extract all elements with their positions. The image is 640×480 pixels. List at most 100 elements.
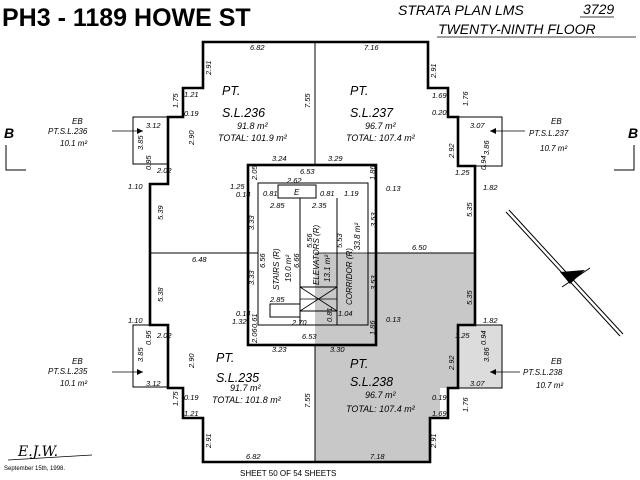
sl237-name: S.L.237 (350, 106, 394, 120)
sl236-total: TOTAL: 101.9 m² (218, 133, 288, 143)
dim: 1.04 (338, 309, 353, 318)
dim: 2.05 (250, 165, 259, 181)
north-arrow-icon (505, 209, 624, 337)
dim: 6.66 (292, 253, 301, 268)
eb-bl-area: 10.1 m² (60, 379, 87, 388)
dim: 0.94 (479, 330, 488, 345)
stair-bottom-box (269, 303, 301, 318)
dim: 2.06 (250, 328, 259, 344)
dim: 2.85 (269, 295, 285, 304)
dim: 1.76 (461, 397, 470, 412)
dim: 2.90 (187, 353, 196, 369)
sl236-area: 91.8 m² (237, 121, 269, 131)
dim: 0.13 (386, 184, 401, 193)
dim: 1.86 (368, 320, 377, 335)
dim: 3.85 (136, 135, 145, 150)
dim: 6.82 (246, 452, 261, 461)
sl235-total: TOTAL: 101.8 m² (212, 395, 282, 405)
section-mark-left: B (4, 125, 14, 141)
dim: 0.19 (184, 109, 199, 118)
core-outline (246, 163, 378, 347)
electrical-room (277, 184, 317, 199)
dim: 5.53 (335, 233, 344, 248)
dim: 1.21 (184, 409, 199, 418)
elevators-label: ELEVATORS (R) (312, 225, 321, 286)
dim: 1.82 (483, 183, 498, 192)
dim: 1.86 (368, 165, 377, 180)
dim: 2.85 (269, 201, 285, 210)
dim: 6.53 (302, 332, 317, 341)
page-title: PH3 - 1189 HOWE ST (2, 4, 251, 32)
plan-number: 3729 (583, 1, 614, 17)
sl235-name: S.L.235 (216, 371, 259, 385)
electrical-label: E (294, 188, 300, 197)
dim: 3.53 (369, 275, 378, 290)
sheet-number: SHEET 50 OF 54 SHEETS (240, 469, 336, 478)
eb-br-area: 10.7 m² (536, 381, 563, 390)
dim: 0.95 (144, 155, 153, 170)
dim: 1.25 (230, 182, 245, 191)
dim: 0.20 (432, 108, 447, 117)
dim: 0.14 (236, 190, 251, 199)
core-inner (257, 182, 369, 326)
sl238-area: 96.7 m² (365, 390, 397, 400)
corridor-label: CORRIDOR (R) (345, 248, 354, 305)
dim: 3.29 (328, 154, 343, 163)
dim: 2.91 (204, 433, 213, 449)
dim: 6.53 (300, 167, 315, 176)
sl235-area: 91.7 m² (230, 383, 262, 393)
dim: 3.24 (272, 154, 287, 163)
dim: 6.50 (412, 243, 427, 252)
dim: 1.10 (128, 182, 143, 191)
dim: 5.35 (465, 202, 474, 217)
signature: E.J.W. (17, 444, 58, 460)
dim: 1.76 (461, 91, 470, 106)
dim: 1.21 (184, 90, 199, 99)
corridor-area: 33.8 m² (353, 223, 362, 250)
dim: 3.86 (482, 347, 491, 362)
dim: 0.19 (432, 393, 447, 402)
sl238-name: S.L.238 (350, 375, 393, 389)
dim: 2.35 (311, 201, 327, 210)
section-mark-right: B (628, 125, 638, 141)
dim: 5.38 (156, 287, 165, 302)
sl238-total: TOTAL: 107.4 m² (346, 404, 416, 414)
dim: 3.33 (247, 270, 256, 285)
dim: 2.91 (204, 60, 213, 76)
dim: 7.18 (370, 452, 385, 461)
dim: 3.12 (146, 379, 161, 388)
eb-tr-outline (457, 116, 503, 167)
dim: 1.19 (344, 189, 359, 198)
dim: 3.23 (272, 345, 287, 354)
dim: 7.16 (364, 43, 379, 52)
eb-br-code: EB (551, 357, 562, 366)
dim: 1.10 (128, 316, 143, 325)
eb-tl-ref: PT.S.L.236 (48, 127, 88, 136)
dim: 2.91 (429, 63, 438, 79)
dim: 1.69 (432, 91, 447, 100)
dim: 2.02 (156, 331, 172, 340)
dim: 2.62 (286, 176, 302, 185)
section-arrow-right (614, 145, 635, 171)
stairs-label: STAIRS (R) (272, 248, 281, 290)
dim: 0.13 (386, 315, 401, 324)
dim: 2.70 (291, 318, 307, 327)
dim: 3.86 (482, 140, 491, 155)
plan-prefix: STRATA PLAN LMS (398, 2, 524, 18)
dim: 3.12 (146, 121, 161, 130)
dim: 6.48 (192, 255, 207, 264)
dim: 5.39 (156, 205, 165, 220)
eb-bl-ref: PT.S.L.235 (48, 367, 88, 376)
dim: 3.30 (330, 345, 345, 354)
dim: 3.53 (369, 212, 378, 227)
dim: 0.19 (184, 393, 199, 402)
dim: 7.55 (303, 93, 312, 108)
dim: 1.32 (232, 317, 247, 326)
dim: 2.91 (429, 433, 438, 449)
dim: 6.82 (250, 43, 265, 52)
dim: 0.94 (479, 155, 488, 170)
sl235-pt: PT. (216, 351, 234, 365)
dim: 3.07 (470, 379, 485, 388)
sl236-name: S.L.236 (222, 106, 265, 120)
